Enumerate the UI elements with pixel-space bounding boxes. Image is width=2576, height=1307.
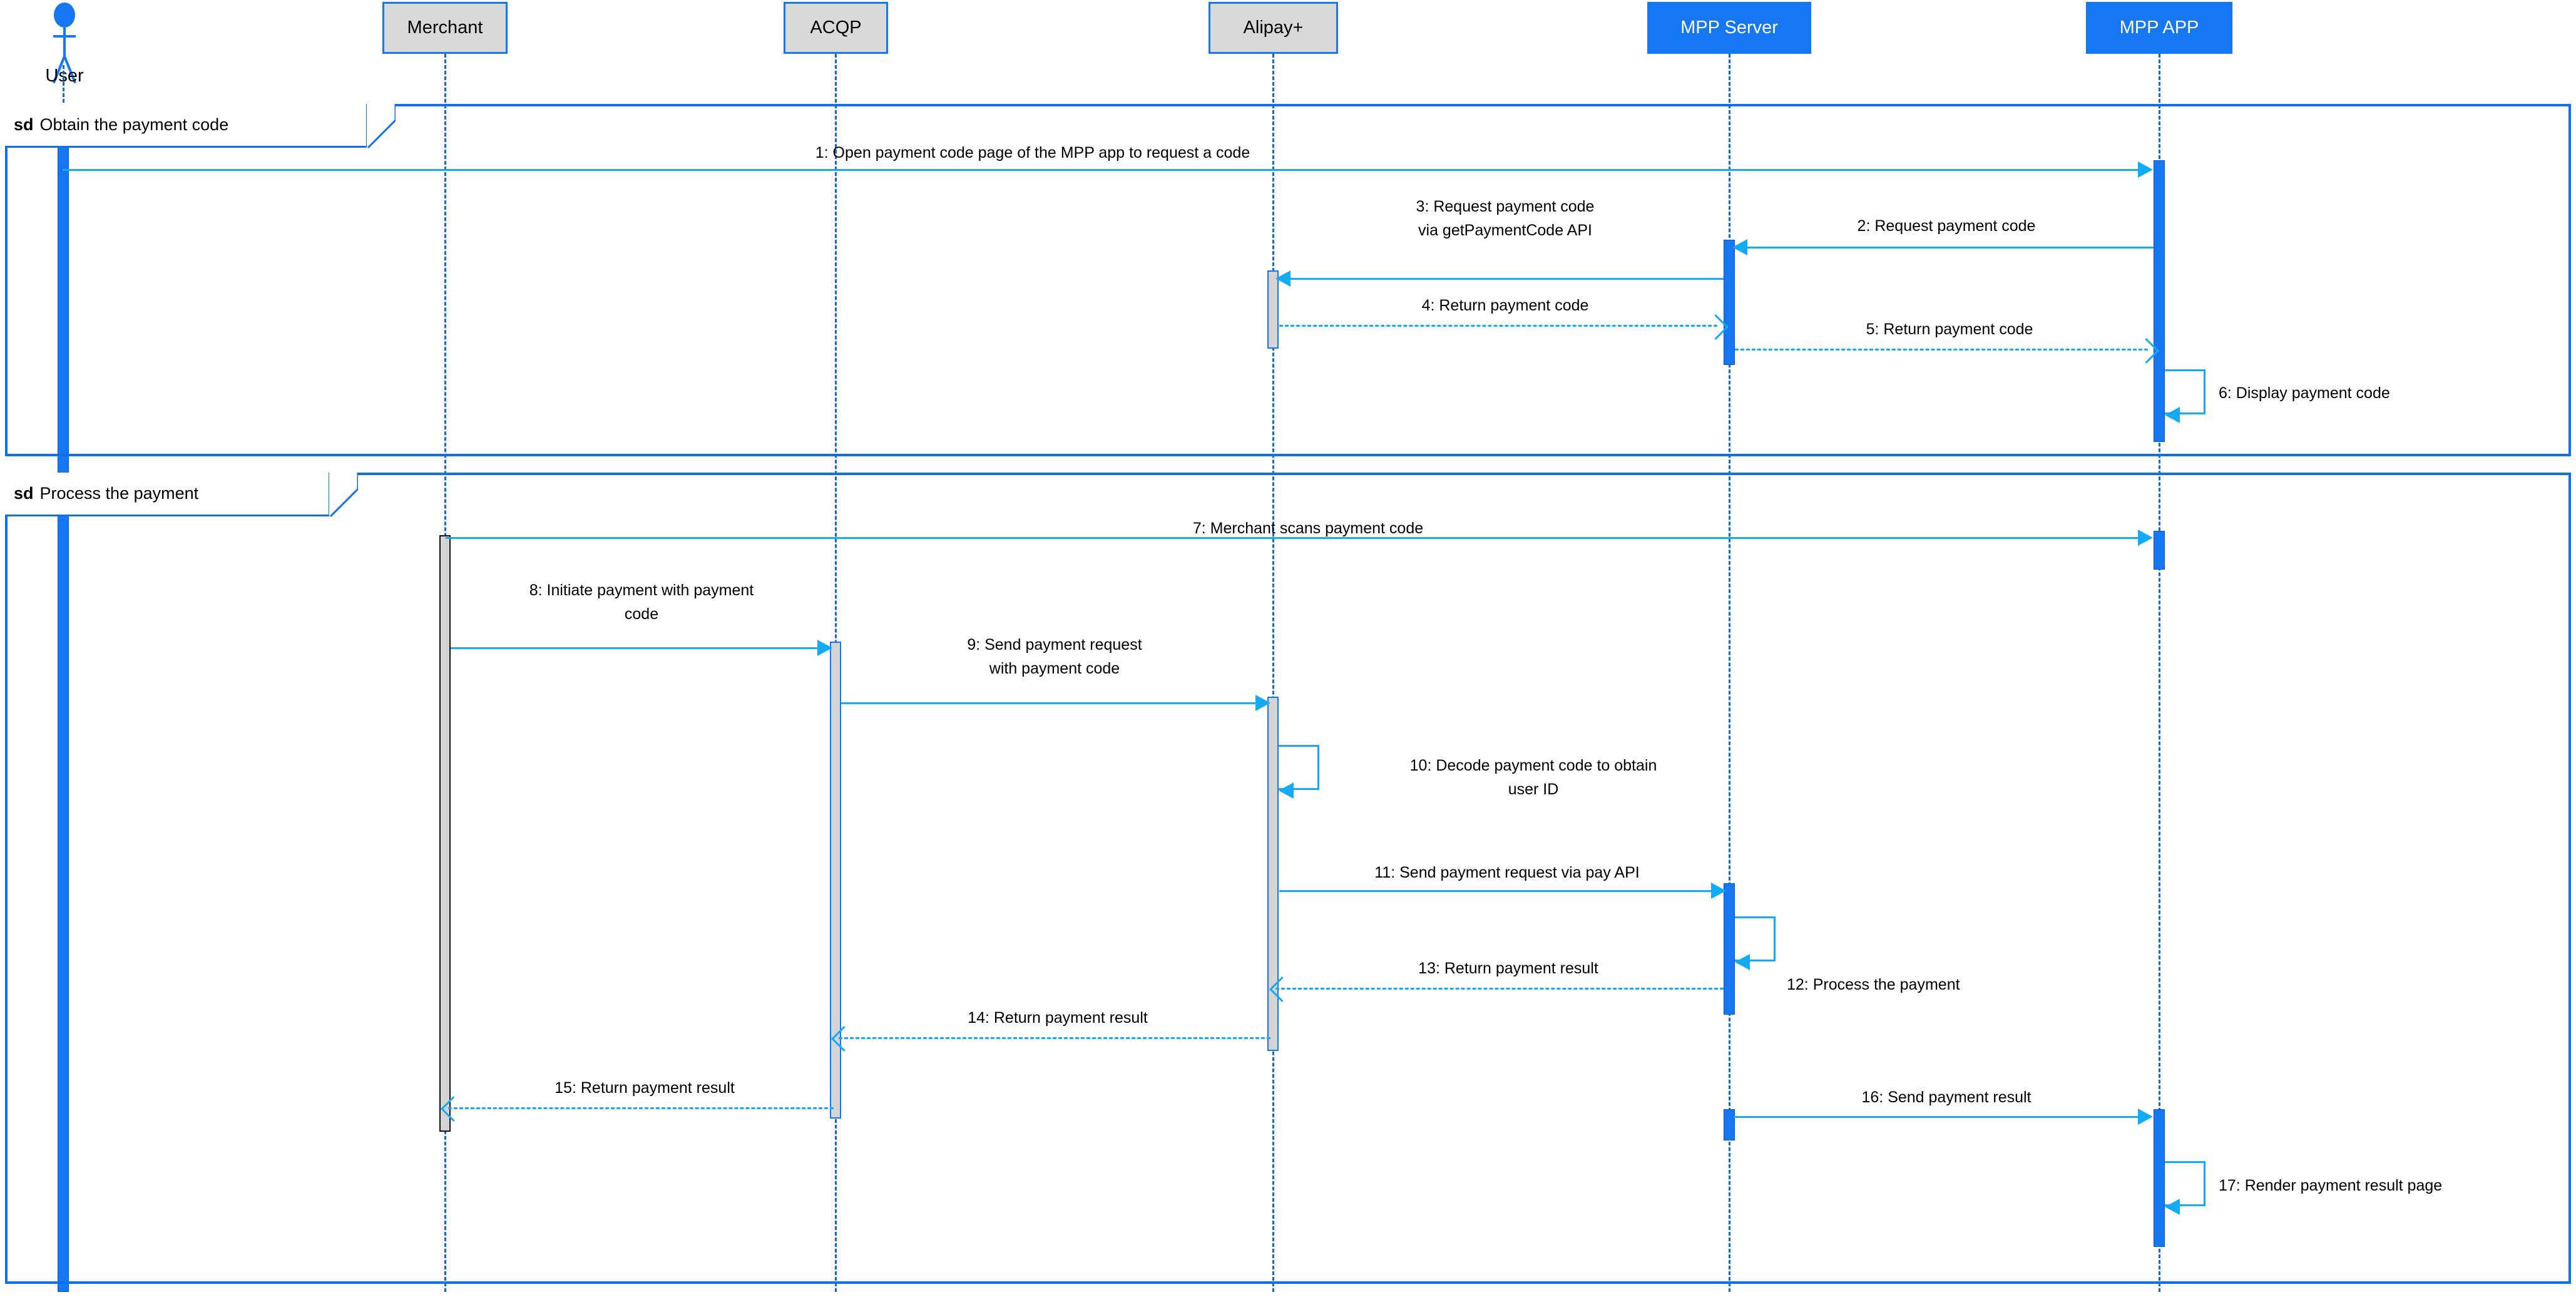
fragment-header-obtain-payment-code: sd Obtain the payment code <box>5 104 368 148</box>
message-arrow-2 <box>1732 239 1747 255</box>
lifeline-mpp-app <box>2159 54 2160 1292</box>
fragment-label-obtain-payment-code: Obtain the payment code <box>39 115 229 134</box>
actor-arms-icon <box>53 35 76 38</box>
message-line-9[interactable] <box>841 702 1264 704</box>
participant-box-alipay[interactable]: Alipay+ <box>1209 2 1338 54</box>
message-arrow-11 <box>1711 883 1726 899</box>
message-label-12: 12: Process the payment <box>1787 976 1960 993</box>
message-label-6: 6: Display payment code <box>2219 384 2390 402</box>
activation-mpp-app-3 <box>2154 1109 2165 1247</box>
fragment-label-process-the-payment: Process the payment <box>39 484 199 503</box>
message-label-3: 3: Request payment code via getPaymentCo… <box>1416 198 1595 239</box>
message-selfloop-12[interactable] <box>1735 916 1776 961</box>
message-line-4[interactable] <box>1279 325 1717 327</box>
activation-alipay-2 <box>1267 697 1279 1051</box>
message-line-7[interactable] <box>446 537 2148 539</box>
activation-acqp-2 <box>830 642 841 1119</box>
message-selfloop-10[interactable] <box>1279 745 1319 790</box>
actor-user[interactable] <box>52 3 77 84</box>
fragment-header-process-the-payment: sd Process the payment <box>5 473 330 516</box>
activation-alipay-1 <box>1267 270 1279 349</box>
message-label-9: 9: Send payment request with payment cod… <box>967 636 1142 677</box>
message-arrow-3 <box>1275 270 1291 287</box>
participant-box-mpp-server[interactable]: MPP Server <box>1647 2 1811 54</box>
message-selfloop-17[interactable] <box>2165 1161 2205 1206</box>
actor-head-icon <box>54 3 75 28</box>
message-arrow-1 <box>2138 161 2153 178</box>
message-line-2[interactable] <box>1740 247 2154 249</box>
message-label-4: 4: Return payment code <box>1421 297 1589 314</box>
message-line-11[interactable] <box>1279 890 1721 892</box>
fragment-keyword-sd-1: sd <box>14 115 34 134</box>
message-label-5: 5: Return payment code <box>1866 320 2033 338</box>
activation-merchant-2 <box>439 535 451 1132</box>
message-line-14[interactable] <box>839 1037 1270 1039</box>
message-label-10: 10: Decode payment code to obtain user I… <box>1409 757 1657 798</box>
activation-mpp-server-3 <box>1724 1109 1735 1140</box>
message-label-8: 8: Initiate payment with payment code <box>529 582 754 623</box>
activation-mpp-app-2 <box>2154 531 2165 570</box>
message-arrow-8 <box>817 640 832 656</box>
activation-mpp-app-1 <box>2154 160 2165 442</box>
participant-label-mpp-server: MPP Server <box>1680 18 1778 38</box>
message-arrow-10 <box>1279 782 1294 799</box>
message-label-14: 14: Return payment result <box>968 1009 1148 1027</box>
message-selfloop-6[interactable] <box>2165 369 2205 414</box>
message-line-8[interactable] <box>451 647 826 649</box>
message-line-5[interactable] <box>1735 349 2148 351</box>
fragment-process-the-payment <box>5 473 2571 1284</box>
fragment-header-bevel-1 <box>367 104 396 149</box>
participant-box-mpp-app[interactable]: MPP APP <box>2086 2 2232 54</box>
message-label-11: 11: Send payment request via pay API <box>1374 864 1640 881</box>
message-arrow-12 <box>1735 954 1750 970</box>
actor-body-icon <box>63 28 66 58</box>
message-line-1[interactable] <box>63 169 2140 171</box>
participant-box-merchant[interactable]: Merchant <box>382 2 508 54</box>
message-line-16[interactable] <box>1734 1116 2148 1118</box>
message-arrow-7 <box>2138 530 2153 546</box>
message-label-17: 17: Render payment result page <box>2219 1177 2443 1194</box>
message-arrow-17 <box>2165 1199 2180 1215</box>
fragment-keyword-sd-2: sd <box>14 484 34 503</box>
message-label-15: 15: Return payment result <box>555 1079 735 1097</box>
fragment-header-bevel-2 <box>329 473 358 518</box>
fragment-obtain-payment-code <box>5 104 2571 456</box>
message-label-1: 1: Open payment code page of the MPP app… <box>815 144 1250 161</box>
activation-mpp-server-1 <box>1724 240 1735 365</box>
lifeline-alipay <box>1272 54 1274 1292</box>
message-arrow-9 <box>1255 695 1270 711</box>
message-label-13: 13: Return payment result <box>1418 960 1598 977</box>
participant-label-alipay: Alipay+ <box>1243 18 1304 38</box>
message-label-16: 16: Send payment result <box>1861 1089 2032 1106</box>
message-arrow-6 <box>2165 407 2180 423</box>
message-line-13[interactable] <box>1275 988 1724 990</box>
message-label-7: 7: Merchant scans payment code <box>1192 520 1424 537</box>
message-label-2: 2: Request payment code <box>1857 217 2036 235</box>
lifeline-mpp-server <box>1729 54 1730 1292</box>
participant-box-acqp[interactable]: ACQP <box>784 2 888 54</box>
message-line-3[interactable] <box>1283 278 1724 280</box>
activation-mpp-server-2 <box>1724 883 1735 1015</box>
participant-label-acqp: ACQP <box>810 18 862 38</box>
participant-label-merchant: Merchant <box>407 18 483 38</box>
message-arrow-16 <box>2138 1109 2153 1125</box>
actor-label-user: User <box>45 66 84 86</box>
message-line-15[interactable] <box>448 1107 834 1109</box>
participant-label-mpp-app: MPP APP <box>2119 18 2199 38</box>
